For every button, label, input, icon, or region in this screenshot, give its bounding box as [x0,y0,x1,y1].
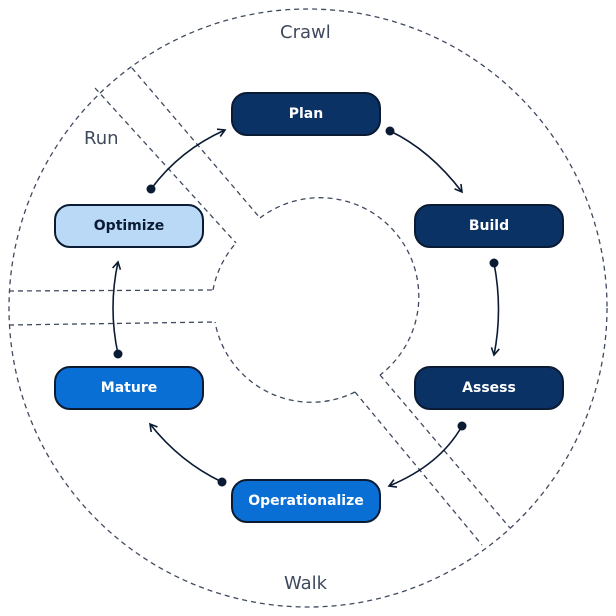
step-assess-label: Assess [462,380,516,396]
divider-crawl-run [94,67,261,244]
arrow-optimize-to-plan [146,128,227,194]
divider-crawl-walk [354,374,511,546]
step-optimize-label: Optimize [93,218,165,234]
arrow-build-to-assess [489,258,500,357]
phase-label-walk: Walk [284,573,328,594]
step-mature-label: Mature [100,380,158,396]
step-optimize[interactable]: Optimize [54,204,204,248]
arrow-mature-to-optimize [112,260,123,359]
step-operationalize-label: Operationalize [248,493,364,509]
arrow-plan-to-build [385,126,463,194]
inner-ring [212,197,420,403]
step-plan[interactable]: Plan [231,92,381,136]
step-mature[interactable]: Mature [54,366,204,410]
arrow-operationalize-to-mature [149,422,227,487]
step-plan-label: Plan [288,106,324,122]
divider-run-walk [8,289,216,326]
outer-ring [8,8,608,608]
step-build-label: Build [468,218,510,234]
arrow-assess-to-operationalize [387,421,467,488]
phase-label-crawl: Crawl [280,22,331,43]
step-build[interactable]: Build [414,204,564,248]
step-operationalize[interactable]: Operationalize [231,479,381,523]
step-assess[interactable]: Assess [414,366,564,410]
phase-label-run: Run [84,128,119,149]
